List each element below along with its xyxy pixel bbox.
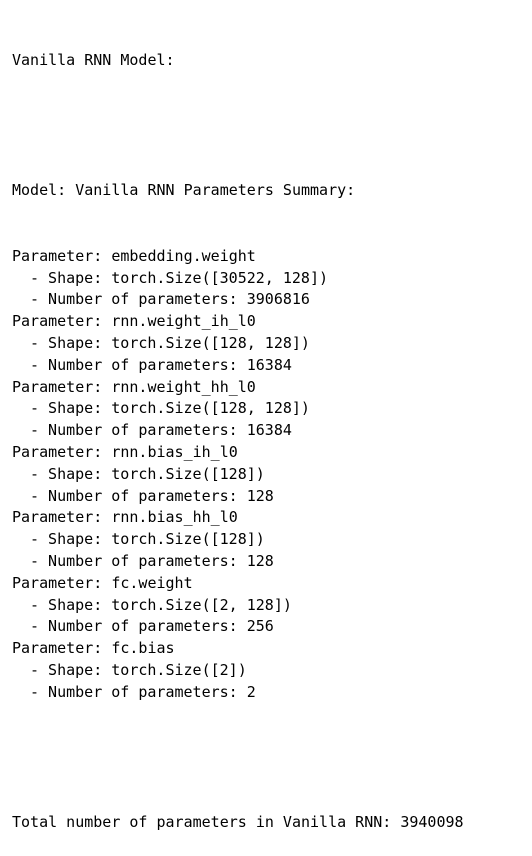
parameter-count: 128	[246, 551, 274, 570]
parameter-count-line: - Number of parameters: 256	[12, 616, 524, 638]
parameter-label: Parameter:	[12, 246, 112, 265]
parameter-block: Parameter: rnn.bias_ih_l0- Shape: torch.…	[12, 442, 524, 507]
parameter-name: fc.weight	[111, 573, 193, 592]
count-label: - Number of parameters:	[30, 551, 247, 570]
count-label: - Number of parameters:	[30, 682, 247, 701]
console-output: Vanilla RNN Model: Model: Vanilla RNN Pa…	[12, 6, 524, 856]
parameter-name-line: Parameter: embedding.weight	[12, 246, 524, 268]
parameter-name-line: Parameter: fc.bias	[12, 638, 524, 660]
parameter-label: Parameter:	[12, 639, 112, 658]
parameter-count: 16384	[246, 355, 292, 374]
parameter-shape-line: - Shape: torch.Size([30522, 128])	[12, 268, 524, 290]
count-label: - Number of parameters:	[30, 486, 247, 505]
blank-line	[12, 747, 524, 769]
parameter-shape: torch.Size([2, 128])	[111, 595, 292, 614]
parameter-name: rnn.bias_hh_l0	[111, 508, 238, 527]
parameter-count-line: - Number of parameters: 128	[12, 486, 524, 508]
output-header: Vanilla RNN Model:	[12, 50, 175, 69]
parameter-count-line: - Number of parameters: 16384	[12, 420, 524, 442]
parameter-label: Parameter:	[12, 573, 112, 592]
parameter-count: 256	[246, 617, 274, 636]
parameter-name-line: Parameter: rnn.bias_ih_l0	[12, 442, 524, 464]
shape-label: - Shape:	[30, 333, 112, 352]
parameter-name: rnn.bias_ih_l0	[111, 442, 238, 461]
shape-label: - Shape:	[30, 464, 112, 483]
parameter-shape: torch.Size([128])	[111, 464, 265, 483]
parameter-label: Parameter:	[12, 442, 112, 461]
parameter-shape-line: - Shape: torch.Size([128, 128])	[12, 333, 524, 355]
shape-label: - Shape:	[30, 530, 112, 549]
parameter-shape: torch.Size([128])	[111, 530, 265, 549]
parameter-label: Parameter:	[12, 312, 112, 331]
parameter-shape-line: - Shape: torch.Size([2])	[12, 660, 524, 682]
parameter-count: 3906816	[246, 290, 310, 309]
parameter-list: Parameter: embedding.weight- Shape: torc…	[12, 246, 524, 704]
parameter-count-line: - Number of parameters: 16384	[12, 355, 524, 377]
parameter-name: rnn.weight_hh_l0	[111, 377, 256, 396]
parameter-count: 16384	[246, 421, 292, 440]
parameter-label: Parameter:	[12, 508, 112, 527]
parameter-shape-line: - Shape: torch.Size([128])	[12, 529, 524, 551]
count-label: - Number of parameters:	[30, 290, 247, 309]
count-label: - Number of parameters:	[30, 617, 247, 636]
parameter-label: Parameter:	[12, 377, 112, 396]
shape-label: - Shape:	[30, 268, 112, 287]
parameter-count: 2	[246, 682, 256, 701]
parameter-block: Parameter: embedding.weight- Shape: torc…	[12, 246, 524, 311]
parameter-name: embedding.weight	[111, 246, 256, 265]
parameter-name-line: Parameter: rnn.bias_hh_l0	[12, 507, 524, 529]
parameter-name: fc.bias	[111, 639, 175, 658]
parameter-block: Parameter: rnn.bias_hh_l0- Shape: torch.…	[12, 507, 524, 572]
parameter-count-line: - Number of parameters: 2	[12, 682, 524, 704]
parameter-count: 128	[246, 486, 274, 505]
parameter-block: Parameter: rnn.weight_ih_l0- Shape: torc…	[12, 311, 524, 376]
parameter-block: Parameter: rnn.weight_hh_l0- Shape: torc…	[12, 377, 524, 442]
count-label: - Number of parameters:	[30, 355, 247, 374]
parameter-count-line: - Number of parameters: 3906816	[12, 289, 524, 311]
parameter-count-line: - Number of parameters: 128	[12, 551, 524, 573]
parameter-shape: torch.Size([2])	[111, 660, 247, 679]
parameter-shape: torch.Size([128, 128])	[111, 333, 310, 352]
parameter-shape-line: - Shape: torch.Size([128, 128])	[12, 398, 524, 420]
parameter-shape: torch.Size([30522, 128])	[111, 268, 329, 287]
parameter-name-line: Parameter: fc.weight	[12, 573, 524, 595]
summary-title: Model: Vanilla RNN Parameters Summary:	[12, 181, 356, 200]
count-label: - Number of parameters:	[30, 421, 247, 440]
parameter-shape-line: - Shape: torch.Size([2, 128])	[12, 595, 524, 617]
parameter-name: rnn.weight_ih_l0	[111, 312, 256, 331]
total-parameters-line: Total number of parameters in Vanilla RN…	[12, 813, 464, 832]
parameter-name-line: Parameter: rnn.weight_hh_l0	[12, 377, 524, 399]
shape-label: - Shape:	[30, 399, 112, 418]
shape-label: - Shape:	[30, 660, 112, 679]
parameter-shape: torch.Size([128, 128])	[111, 399, 310, 418]
parameter-name-line: Parameter: rnn.weight_ih_l0	[12, 311, 524, 333]
parameter-block: Parameter: fc.weight- Shape: torch.Size(…	[12, 573, 524, 638]
parameter-block: Parameter: fc.bias- Shape: torch.Size([2…	[12, 638, 524, 703]
parameter-shape-line: - Shape: torch.Size([128])	[12, 464, 524, 486]
shape-label: - Shape:	[30, 595, 112, 614]
blank-line	[12, 115, 524, 137]
